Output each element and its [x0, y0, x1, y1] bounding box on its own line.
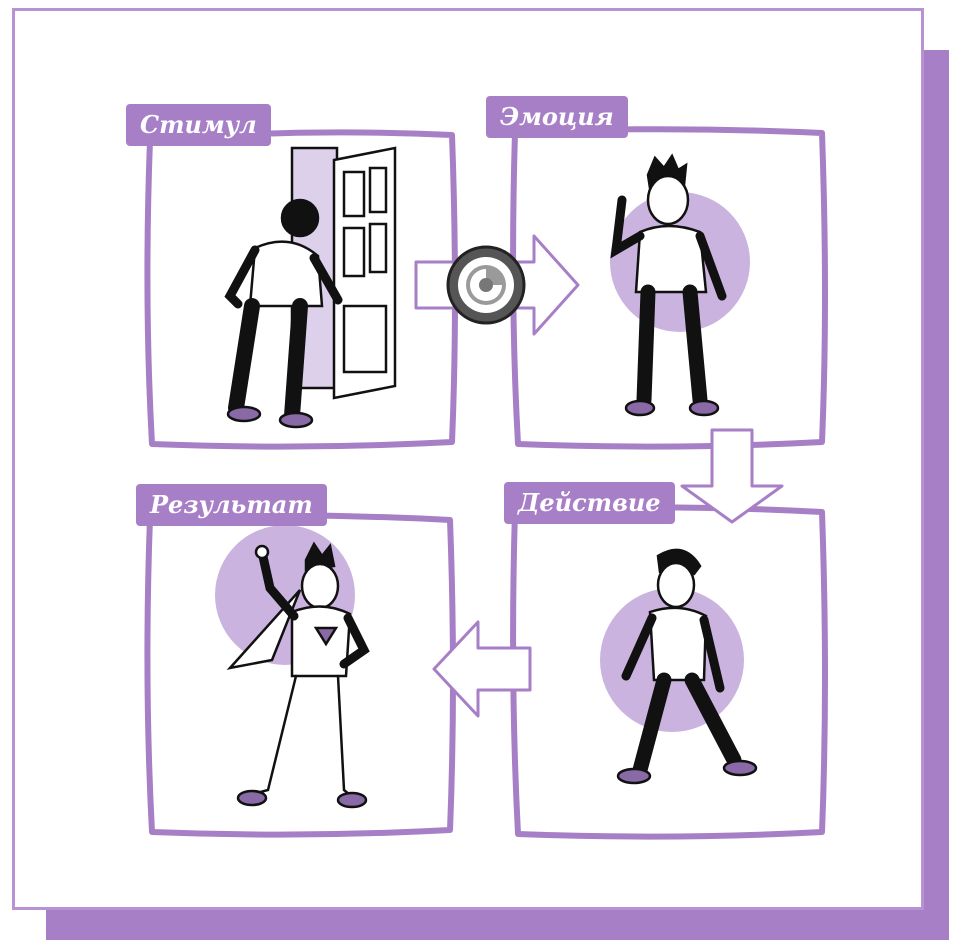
label-result: Результат	[136, 484, 327, 526]
label-stimulus: Стимул	[126, 104, 271, 146]
label-action: Действие	[504, 482, 675, 524]
brain-badge-icon	[448, 247, 524, 323]
label-emotion: Эмоция	[486, 96, 628, 138]
